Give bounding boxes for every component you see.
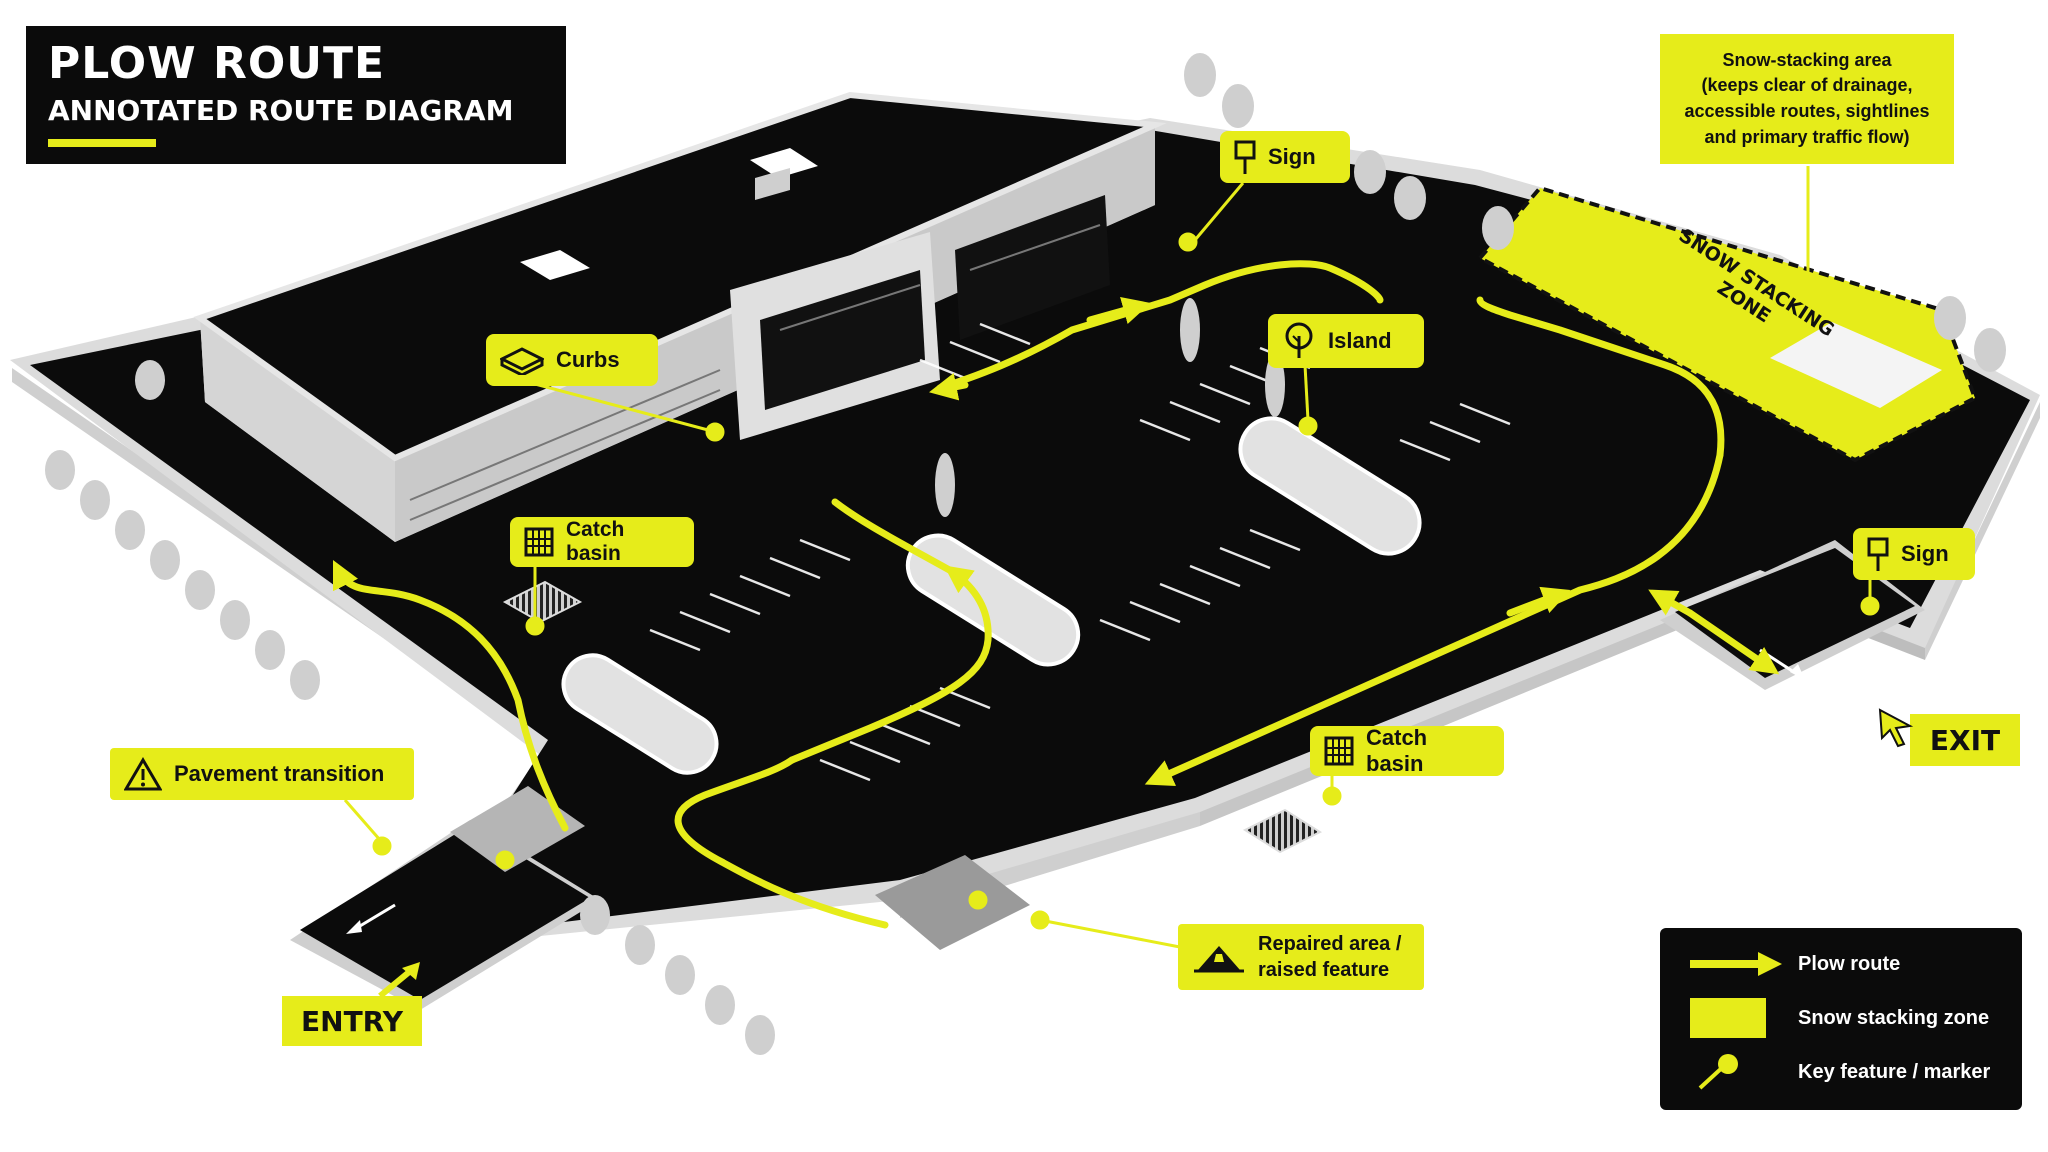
grate-icon <box>1324 736 1354 766</box>
legend-plow-route-label: Plow route <box>1798 952 1901 975</box>
trees <box>45 53 2006 1055</box>
legend-arrow-swatch <box>1686 942 1786 986</box>
snow-note-line1: Snow-stacking area <box>1722 49 1892 70</box>
callout-pavement-transition-label: Pavement transition <box>174 761 385 786</box>
callout-repaired-area-line2: raised feature <box>1258 959 1390 981</box>
callout-repaired-area: Repaired area / raised feature <box>1178 924 1424 990</box>
plow-route <box>332 260 1780 929</box>
snow-note-line2: (keeps clear of drainage, <box>1701 75 1913 96</box>
cursor-arrow-icon <box>1878 708 1914 748</box>
callout-curbs-label: Curbs <box>556 347 620 372</box>
callout-sign-top-label: Sign <box>1268 144 1316 169</box>
callout-sign-right: Sign <box>1853 528 1975 580</box>
callout-sign-top: Sign <box>1220 131 1350 183</box>
catch-basin-grates <box>502 580 1323 854</box>
diagram-title: PLOW ROUTE <box>48 38 386 89</box>
snow-note-line3: accessible routes, sightlines <box>1684 101 1930 121</box>
callout-catch-basin-left: Catch basin <box>510 517 694 567</box>
legend-zone-swatch <box>1686 996 1786 1040</box>
legend-snow-zone-label: Snow stacking zone <box>1798 1006 1990 1029</box>
callout-catch-basin-left-label: Catch basin <box>566 518 625 565</box>
legend-row-snow-zone: Snow stacking zone <box>1686 996 1989 1040</box>
grate-icon <box>524 527 554 557</box>
callout-catch-basin-right: Catch basin <box>1310 725 1504 776</box>
repaired-area-patch <box>875 855 1030 950</box>
legend-row-key-feature: Key feature / marker <box>1686 1050 1990 1094</box>
snow-stacking-note: Snow-stacking area (keeps clear of drain… <box>1660 34 1954 164</box>
entry-label-text: ENTRY <box>301 1004 403 1038</box>
callout-island-label: Island <box>1328 328 1392 353</box>
title-block: PLOW ROUTE ANNOTATED ROUTE DIAGRAM <box>26 26 566 164</box>
legend-row-plow-route: Plow route <box>1686 942 1900 986</box>
exit-label-text: EXIT <box>1929 723 2001 757</box>
legend: Plow route Snow stacking zone Key featur… <box>1660 928 2022 1110</box>
callout-catch-basin-right-label: Catch basin <box>1366 725 1428 776</box>
warning-icon <box>124 757 162 791</box>
parking-stripes <box>649 322 1511 782</box>
entry-road <box>290 786 600 1010</box>
entry-arrow-icon <box>378 962 420 999</box>
callout-island: Island <box>1268 314 1424 368</box>
snow-note-line4: and primary traffic flow) <box>1704 126 1910 147</box>
tree-icon <box>1282 322 1316 360</box>
raised-feature-icon <box>1192 940 1246 974</box>
snow-stacking-zone <box>1478 185 1978 463</box>
diagram-subtitle: ANNOTATED ROUTE DIAGRAM <box>48 94 514 128</box>
entry-label: ENTRY <box>282 996 422 1046</box>
sign-icon <box>1867 537 1889 571</box>
callout-curbs: Curbs <box>486 334 658 386</box>
legend-key-feature-label: Key feature / marker <box>1798 1060 1991 1083</box>
callout-pavement-transition: Pavement transition <box>110 748 414 800</box>
exit-label: EXIT <box>1910 714 2020 766</box>
store-building <box>193 91 1167 542</box>
sign-icon <box>1234 140 1256 174</box>
callout-sign-right-label: Sign <box>1901 541 1949 566</box>
legend-marker-swatch <box>1686 1050 1786 1094</box>
title-accent-bar <box>48 139 156 148</box>
callout-leaders <box>343 166 1880 950</box>
callout-repaired-area-line1: Repaired area / <box>1258 933 1402 955</box>
curb-icon <box>500 345 544 375</box>
